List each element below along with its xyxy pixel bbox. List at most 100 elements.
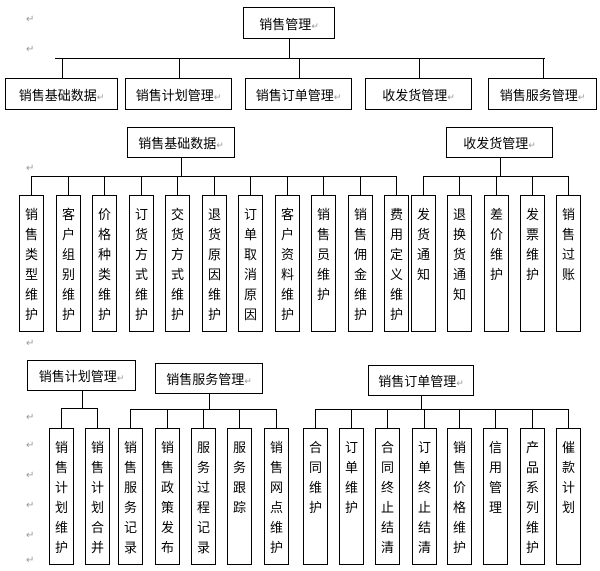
leaf-module-label: 销售价格维护 [452,441,466,556]
connector-line [104,176,105,195]
leaf-module-label: 发货通知 [416,208,430,283]
leaf-module-label: 销售网点维护 [269,441,283,556]
leaf-module-label: 退货原因维护 [207,208,221,323]
paragraph-mark-icon: ↵ [26,440,35,451]
connector-line [287,176,288,195]
connector-line [360,176,361,195]
leaf-module-box: 订单取消原因 [238,195,263,332]
leaf-module-box: 销售员维护 [311,195,336,332]
leaf-module-box: 订单终止结清 [412,428,437,565]
paragraph-mark-icon: ↵ [26,338,35,349]
connector-line [209,394,210,409]
leaf-module-box: 发货通知 [411,195,436,332]
leaf-module-box: 销售网点维护 [264,428,289,565]
leaf-module-box: 交货方式维护 [165,195,190,332]
leaf-module-label: 产品系列维护 [525,441,539,556]
leaf-module-label: 交货方式维护 [170,208,184,323]
box-label: 销售管理 [259,14,319,33]
connector-line [495,409,496,428]
service-box: 销售服务管理 [155,363,263,394]
leaf-module-label: 合同终止结清 [380,441,394,556]
box-label: 销售计划管理 [39,366,125,385]
leaf-module-label: 销售服务记录 [123,441,137,556]
leaf-module-label: 信用管理 [488,441,502,516]
leaf-module-box: 客户组别维护 [56,195,81,332]
leaf-module-box: 差价维护 [484,195,509,332]
box-label: 销售服务管理 [500,85,586,104]
leaf-module-label: 发票维护 [525,208,539,283]
connector-line [532,409,533,428]
leaf-module-box: 合同终止结清 [375,428,400,565]
leaf-module-box: 退换货通知 [447,195,472,332]
leaf-module-label: 合同维护 [308,441,322,516]
connector-line [568,409,569,428]
box-label: 销售订单管理 [256,85,342,104]
leaf-module-box: 发票维护 [520,195,545,332]
connector-line [459,409,460,428]
connector-line [351,409,352,428]
paragraph-mark-icon: ↵ [26,412,35,423]
connector-line [177,176,178,195]
leaf-module-label: 客户资料维护 [280,208,294,323]
leaf-module-box: 服务跟踪 [227,428,252,565]
level1-box: 销售计划管理 [125,78,232,110]
order-box: 销售订单管理 [368,365,474,396]
connector-line [459,176,460,195]
leaf-module-box: 销售过账 [556,195,581,332]
connector-line [387,409,388,428]
leaf-module-box: 催款计划 [556,428,581,565]
connector-line [167,409,168,428]
level1-box: 销售服务管理 [488,78,597,110]
connector-line [323,176,324,195]
leaf-module-label: 销售计划合并 [90,441,104,556]
leaf-module-label: 服务跟踪 [232,441,246,516]
box-label: 销售计划管理 [136,85,222,104]
leaf-module-box: 退货原因维护 [202,195,227,332]
connector-line [203,409,204,428]
paragraph-mark-icon: ↵ [26,530,35,541]
connector-line [424,409,425,428]
leaf-module-label: 订货方式维护 [134,208,148,323]
basic-data-box: 销售基础数据 [127,127,235,158]
leaf-module-label: 销售类型维护 [24,208,38,323]
box-label: 收发货管理 [463,133,536,152]
connector-line [500,158,501,176]
leaf-module-box: 销售价格维护 [447,428,472,565]
leaf-module-box: 价格种类维护 [92,195,117,332]
leaf-module-box: 销售类型维护 [19,195,44,332]
connector-line [250,176,251,195]
leaf-module-box: 合同维护 [303,428,328,565]
connector-line [97,408,98,428]
leaf-module-box: 订单维护 [339,428,364,565]
connector-line [214,176,215,195]
connector-line [423,176,424,195]
leaf-module-box: 服务过程记录 [191,428,216,565]
connector-line [396,176,397,195]
leaf-module-box: 销售计划维护 [49,428,74,565]
leaf-module-label: 销售佣金维护 [353,208,367,323]
leaf-module-label: 费用定义维护 [389,208,403,323]
level1-box: 收发货管理 [365,78,472,110]
leaf-module-label: 催款计划 [561,441,575,516]
leaf-module-box: 客户资料维护 [275,195,300,332]
leaf-module-label: 销售政策发布 [160,441,174,556]
connector-line [299,58,300,78]
connector-line [68,176,69,195]
paragraph-mark-icon: ↵ [26,14,35,25]
leaf-module-label: 销售过账 [561,208,575,283]
leaf-module-box: 信用管理 [483,428,508,565]
leaf-module-box: 销售政策发布 [155,428,180,565]
leaf-module-box: 销售服务记录 [118,428,143,565]
leaf-module-label: 退换货通知 [452,208,466,303]
connector-line [276,409,277,428]
connector-line [130,409,131,428]
leaf-module-label: 订单终止结清 [417,441,431,556]
leaf-module-label: 服务过程记录 [196,441,210,556]
connector-line [315,409,316,428]
leaf-module-label: 销售员维护 [316,208,330,303]
connector-line [239,409,240,428]
connector-line [315,409,569,410]
shipping-box: 收发货管理 [446,127,553,158]
connector-line [55,58,545,59]
